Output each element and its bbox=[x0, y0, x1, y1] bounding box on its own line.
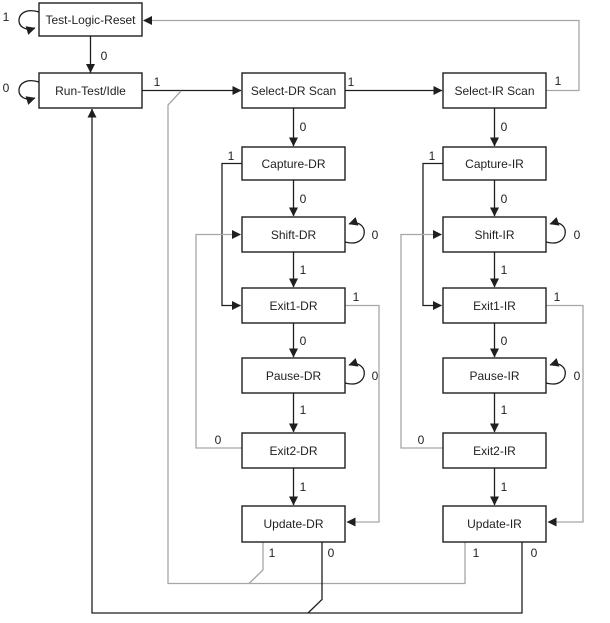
state-exit2-ir: Exit2-IR bbox=[442, 432, 547, 469]
state-label: Test-Logic-Reset bbox=[45, 13, 136, 27]
transition-label: 1 bbox=[300, 480, 307, 494]
transition-label: 1 bbox=[473, 546, 480, 560]
transition-label: 1 bbox=[300, 403, 307, 417]
state-box bbox=[241, 432, 346, 469]
state-box bbox=[442, 146, 547, 181]
state-shift-dr: Shift-DR bbox=[241, 216, 346, 253]
state-pause-dr: Pause-DR bbox=[241, 357, 346, 394]
state-box bbox=[241, 287, 346, 324]
state-label: Exit1-IR bbox=[473, 299, 516, 313]
state-box bbox=[241, 505, 346, 543]
transition-label: 1 bbox=[501, 263, 508, 277]
transition-label: 0 bbox=[300, 192, 307, 206]
state-exit1-ir: Exit1-IR bbox=[442, 287, 547, 324]
transition-exit2-dr-to-shift-dr bbox=[195, 230, 242, 449]
transition-label: 0 bbox=[501, 192, 508, 206]
state-update-ir: Update-IR bbox=[442, 505, 547, 543]
state-pause-ir: Pause-IR bbox=[442, 357, 547, 394]
state-shift-ir: Shift-IR bbox=[442, 216, 547, 253]
transition-label: 1 bbox=[429, 149, 436, 163]
state-update-dr: Update-DR bbox=[241, 505, 346, 543]
transition-label: 0 bbox=[372, 228, 379, 242]
state-box bbox=[442, 357, 547, 394]
transition-label: 1 bbox=[300, 263, 307, 277]
state-label: Exit2-DR bbox=[269, 444, 317, 458]
transition-label: 1 bbox=[555, 74, 562, 88]
transition-pause-dr-self-loop bbox=[344, 358, 365, 385]
state-box bbox=[442, 287, 547, 324]
transition-label: 0 bbox=[300, 334, 307, 348]
state-box bbox=[442, 432, 547, 469]
transition-label: 0 bbox=[372, 369, 379, 383]
transition-label: 1 bbox=[501, 480, 508, 494]
transition-label: 0 bbox=[418, 433, 425, 447]
transition-label: 1 bbox=[353, 290, 360, 304]
state-label: Select-IR Scan bbox=[454, 84, 534, 98]
state-label: Select-DR Scan bbox=[251, 84, 336, 98]
state-capture-dr: Capture-DR bbox=[241, 146, 346, 181]
state-run-test-idle: Run-Test/Idle bbox=[38, 72, 143, 109]
state-label: Shift-DR bbox=[271, 228, 317, 242]
state-box bbox=[442, 72, 547, 109]
transition-label: 0 bbox=[328, 546, 335, 560]
transition-label: 0 bbox=[300, 120, 307, 134]
state-label: Pause-IR bbox=[469, 369, 519, 383]
transition-label: 1 bbox=[228, 149, 235, 163]
transition-label: 0 bbox=[574, 228, 581, 242]
transition-exit1-dr-to-update-dr bbox=[345, 304, 380, 527]
transition-exit2-ir-to-shift-ir bbox=[400, 230, 443, 449]
state-label: Capture-DR bbox=[261, 157, 325, 171]
transition-label: 0 bbox=[501, 120, 508, 134]
transition-update-dr-1-merge bbox=[248, 542, 264, 584]
state-box bbox=[241, 216, 346, 253]
state-select-dr-scan: Select-DR Scan bbox=[241, 72, 346, 109]
transition-label: 0 bbox=[574, 369, 581, 383]
transition-shift-dr-self-loop bbox=[344, 217, 365, 244]
state-box bbox=[38, 72, 143, 109]
state-exit1-dr: Exit1-DR bbox=[241, 287, 346, 324]
transition-update-dr-0-merge bbox=[307, 542, 323, 614]
transition-label: 0 bbox=[501, 334, 508, 348]
state-box bbox=[38, 2, 143, 37]
state-label: Update-DR bbox=[263, 517, 323, 531]
transition-label: 1 bbox=[3, 10, 10, 24]
state-box bbox=[241, 72, 346, 109]
transition-shift-ir-self-loop bbox=[545, 217, 566, 244]
transition-label: 1 bbox=[501, 403, 508, 417]
transition-label: 0 bbox=[101, 49, 108, 63]
state-capture-ir: Capture-IR bbox=[442, 146, 547, 181]
transition-update-0-to-rti bbox=[87, 108, 523, 614]
state-box bbox=[241, 146, 346, 181]
transition-pause-ir-self-loop bbox=[545, 358, 566, 385]
state-test-logic-reset: Test-Logic-Reset bbox=[38, 2, 143, 37]
transition-rti-self-loop bbox=[18, 80, 40, 105]
state-label: Exit2-IR bbox=[473, 444, 516, 458]
state-exit2-dr: Exit2-DR bbox=[241, 432, 346, 469]
state-select-ir-scan: Select-IR Scan bbox=[442, 72, 547, 109]
transition-label: 1 bbox=[554, 290, 561, 304]
transition-label: 1 bbox=[348, 75, 355, 89]
state-label: Shift-IR bbox=[474, 228, 514, 242]
transition-label: 0 bbox=[531, 546, 538, 560]
transition-label: 1 bbox=[269, 546, 276, 560]
transition-label: 1 bbox=[154, 75, 161, 89]
state-label: Update-IR bbox=[467, 517, 522, 531]
state-label: Pause-DR bbox=[266, 369, 322, 383]
transition-exit1-ir-to-update-ir bbox=[546, 304, 584, 527]
state-box bbox=[241, 357, 346, 394]
state-label: Exit1-DR bbox=[269, 299, 317, 313]
transition-update-1-to-select-dr bbox=[167, 90, 466, 585]
transition-label: 0 bbox=[215, 433, 222, 447]
state-box bbox=[442, 216, 547, 253]
state-box bbox=[442, 505, 547, 543]
transition-tlr-self-loop bbox=[18, 10, 40, 35]
transition-label: 0 bbox=[3, 81, 10, 95]
state-label: Run-Test/Idle bbox=[55, 84, 126, 98]
transition-select-ir-to-tlr bbox=[143, 16, 580, 92]
state-label: Capture-IR bbox=[465, 157, 524, 171]
